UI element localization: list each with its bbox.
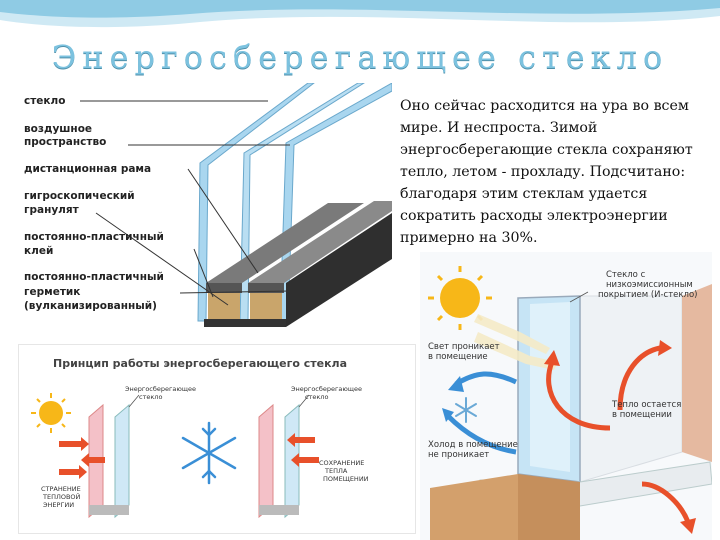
light-label-1: Свет проникает [428,342,500,352]
left-note-3: ЭНЕРГИИ [43,501,74,509]
left-note-2: ТЕПЛОВОЙ [43,493,80,501]
body-paragraph: Оно сейчас расходится на ура во всем мир… [400,95,706,249]
sun-icon [31,393,71,433]
label-granulate-1: гигроскопический [24,190,135,202]
principle-diagram: Принцип работы энергосберегающего стекла [18,344,416,534]
room-window-diagram: Стекло с низкоэмиссионным покрытием (И-с… [420,252,712,540]
label-sealant-3: (вулканизированный) [24,300,157,312]
cold-label-2: не проникает [428,450,489,460]
label-sealant-1: постоянно-пластичный [24,271,164,283]
principle-illustration [19,345,415,533]
snowflake-icon [183,423,235,483]
cold-label-1: Холод в помещение [428,440,518,450]
heat-label-2: в помещении [612,410,672,420]
label-granulate-2: гранулят [24,204,79,216]
label-air-space-1: воздушное [24,123,92,135]
light-label-2: в помещение [428,352,488,362]
glass-coating-label-2: низкоэмиссионным [606,280,693,290]
heat-label-1: Тепло остается [612,400,681,410]
label-glass: стекло [24,95,65,107]
left-glass-label-1: Энергосберегающее [125,385,196,393]
label-glue-2: клей [24,245,53,257]
glass-coating-label-1: Стекло с [606,270,645,280]
label-air-space-2: пространство [24,136,106,148]
right-glass-label-1: Энергосберегающее [291,385,362,393]
label-spacer-frame: дистанционная рама [24,163,151,175]
left-note-1: СТРАНЕНИЕ [41,485,81,493]
right-note-3: ПОМЕЩЕНИИ [323,475,369,483]
slide-title: Энергосберегающее стекло [0,38,720,76]
label-sealant-2: герметик [24,286,80,298]
right-glass-label-2: стекло [305,393,328,401]
left-glass-label-2: стекло [139,393,162,401]
label-glue-1: постоянно-пластичный [24,231,164,243]
right-note-1: СОХРАНЕНИЕ [319,459,364,467]
glass-coating-label-3: покрытием (И-стекло) [598,290,698,300]
window-cross-section-diagram: стекло воздушное пространство дистанцион… [18,83,392,329]
right-note-2: ТЕПЛА [325,467,347,475]
